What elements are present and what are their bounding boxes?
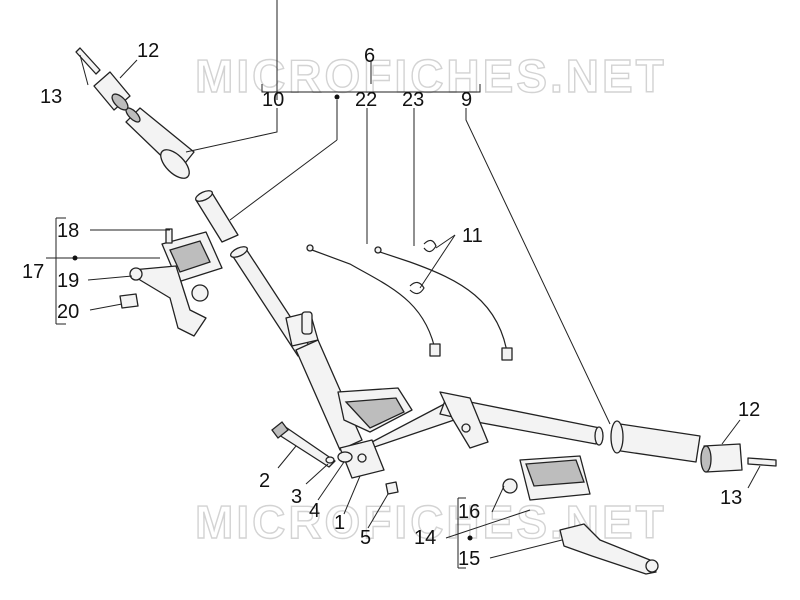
handlebar-assembly xyxy=(195,190,604,479)
callout-20: 20 xyxy=(57,301,79,323)
clamp-ring xyxy=(191,284,209,302)
callout-23: 23 xyxy=(402,89,424,111)
tube-end xyxy=(195,190,213,202)
base-plate-shade xyxy=(344,397,405,429)
screw-part-18 xyxy=(165,228,173,244)
nut-part-5 xyxy=(385,481,399,495)
callout-18: 18 xyxy=(57,220,79,242)
callout-17: 17 xyxy=(22,261,44,283)
clamp-part-16 xyxy=(502,478,518,494)
bar-end-weight-part-12-right xyxy=(700,443,743,473)
left-grip-part-10 xyxy=(125,107,195,179)
bolt-part-2 xyxy=(271,421,336,468)
washer-part-3 xyxy=(325,456,335,464)
callout-16: 16 xyxy=(458,501,480,523)
right-tube-end xyxy=(594,426,604,446)
clamp-part-20 xyxy=(119,293,139,309)
clip-part-11-a xyxy=(423,239,437,253)
cable-22-fitting xyxy=(429,343,441,357)
cable-23-end xyxy=(374,246,382,254)
bar-end-weight-face xyxy=(111,93,129,111)
callout-13-left: 13 xyxy=(40,86,62,108)
watermark-top: MICROFICHES.NET xyxy=(195,50,667,102)
brake-lever-part-19 xyxy=(129,265,207,337)
callout-14: 14 xyxy=(414,527,436,549)
leader-lines xyxy=(46,0,761,569)
callout-12-left: 12 xyxy=(137,40,159,62)
tube-end-2 xyxy=(230,246,248,258)
bullet-dot xyxy=(467,535,473,541)
callout-2: 2 xyxy=(259,470,270,492)
bolt-head xyxy=(271,421,289,439)
callout-13-right: 13 xyxy=(720,487,742,509)
right-clamp-bolt xyxy=(461,423,471,433)
cable-23-fitting xyxy=(501,347,513,361)
callout-1: 1 xyxy=(334,512,345,534)
right-reservoir-cap xyxy=(525,459,585,487)
right-bar-end-face xyxy=(700,445,712,473)
callout-12-right: 12 xyxy=(738,399,760,421)
right-grip-part-9 xyxy=(610,420,701,463)
callout-4: 4 xyxy=(309,500,320,522)
callout-19: 19 xyxy=(57,270,79,292)
reservoir-cap xyxy=(169,240,211,273)
screw-part-13-left xyxy=(75,47,101,75)
left-grip-flange xyxy=(160,149,190,179)
callout-labels: 13 12 6 10 22 23 9 11 18 17 19 20 2 3 4 … xyxy=(22,40,760,570)
left-brake-lever xyxy=(131,265,207,337)
cable-23-path xyxy=(379,251,509,359)
callout-22: 22 xyxy=(355,89,377,111)
bar-end-weight-part-12-left xyxy=(93,71,131,111)
bullet-dot xyxy=(334,94,340,100)
bullet-dot xyxy=(72,255,78,261)
right-grip-body xyxy=(613,423,701,463)
clamp-bolt xyxy=(301,311,313,335)
cable-22-path xyxy=(311,249,437,355)
screw-part-13-right xyxy=(747,457,777,467)
central-down-tube xyxy=(295,339,363,451)
callout-15: 15 xyxy=(458,548,480,570)
callout-11: 11 xyxy=(462,225,483,247)
nut-part-4 xyxy=(337,451,353,463)
callout-6: 6 xyxy=(364,45,375,67)
cable-part-23 xyxy=(374,246,513,361)
lever-tip xyxy=(129,267,143,281)
right-lever-tip xyxy=(645,559,659,573)
callout-9: 9 xyxy=(461,89,472,111)
bracket-hole xyxy=(357,453,367,463)
right-clamp xyxy=(439,391,489,449)
right-brake-master-cylinder xyxy=(502,455,591,501)
cable-part-22 xyxy=(306,244,441,357)
callout-5: 5 xyxy=(360,527,371,549)
callout-3: 3 xyxy=(291,486,302,508)
brake-lever-part-15 xyxy=(559,523,659,575)
right-brake-lever xyxy=(559,523,657,575)
cable-end xyxy=(306,244,314,252)
clip-part-11-b xyxy=(409,281,425,295)
right-grip-flange xyxy=(610,420,624,454)
callout-10: 10 xyxy=(262,89,284,111)
